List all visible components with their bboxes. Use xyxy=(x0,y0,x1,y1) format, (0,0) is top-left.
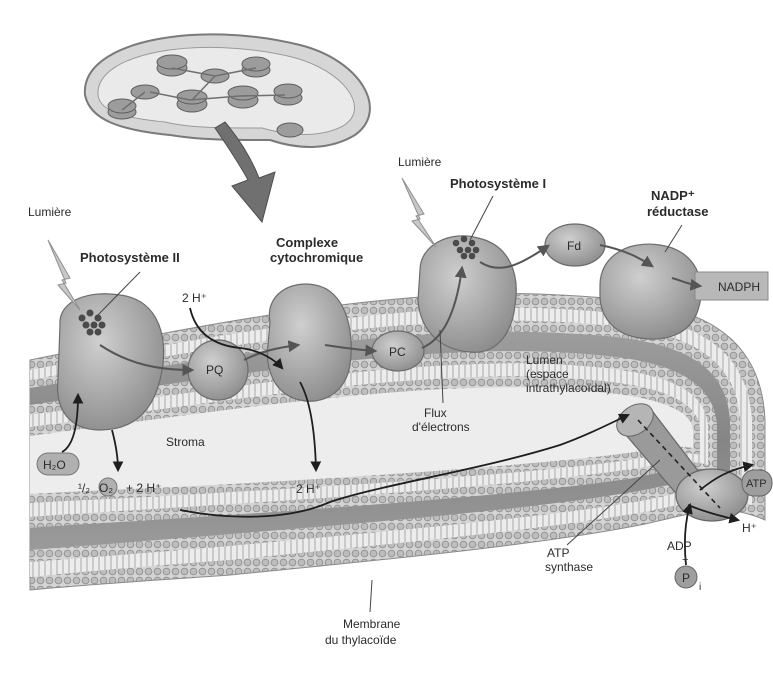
cytochromique-label: cytochromique xyxy=(270,250,363,265)
h-plus-top-label: 2 H⁺ xyxy=(182,291,207,305)
membrane-label-2: du thylacoïde xyxy=(325,633,397,647)
photosystem-ii-label: Photosystème II xyxy=(80,250,180,265)
light-bolt-right xyxy=(402,178,436,247)
h2o-label: H₂O xyxy=(43,458,66,472)
plus-label: + xyxy=(682,554,688,566)
stroma-label: Stroma xyxy=(166,435,205,449)
h-out-label: H⁺ xyxy=(742,521,757,535)
photosystem-i-label: Photosystème I xyxy=(450,176,546,191)
phosphate-label: P xyxy=(682,571,690,585)
half-label: ¹/₂ xyxy=(78,481,90,495)
atp-synthase-label-2: synthase xyxy=(545,560,593,574)
pq-label: PQ xyxy=(206,363,223,377)
nadph-label: NADPH xyxy=(718,280,760,294)
cytochrome-complex xyxy=(267,284,351,401)
phosphate-i-label: i xyxy=(699,582,701,593)
fd-label: Fd xyxy=(567,239,581,253)
o2-label: O₂ xyxy=(99,481,113,495)
lumen-label-3: intrathylacoïdal) xyxy=(526,381,611,395)
nadp-reductase-label-2: réductase xyxy=(647,204,708,219)
membrane-label-1: Membrane xyxy=(343,617,401,631)
photosystem-i xyxy=(418,236,516,353)
atp-synthase-label-1: ATP xyxy=(547,546,569,560)
lumiere-right-label: Lumière xyxy=(398,155,442,169)
adp-label: ADP xyxy=(667,539,692,553)
atp-out-label: ATP xyxy=(746,478,767,490)
pc-label: PC xyxy=(389,345,406,359)
nadp-reductase xyxy=(600,244,701,339)
flux-label-1: Flux xyxy=(424,406,447,420)
complexe-label: Complexe xyxy=(276,235,338,250)
lumiere-left-label: Lumière xyxy=(28,205,72,219)
lumen-label-2: (espace xyxy=(526,367,569,381)
h-plus-bottom-label: 2 H⁺ xyxy=(296,482,321,496)
lumen-label-1: Lumen xyxy=(526,353,563,367)
flux-label-2: d'électrons xyxy=(412,420,470,434)
plus-2h-label: + 2 H⁺ xyxy=(126,481,161,495)
nadp-reductase-label-1: NADP⁺ xyxy=(651,188,695,203)
